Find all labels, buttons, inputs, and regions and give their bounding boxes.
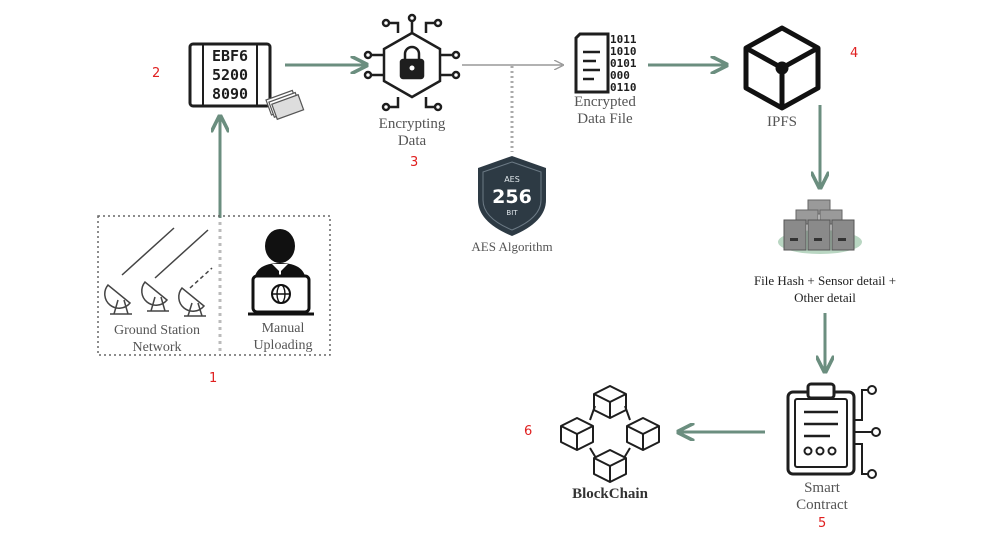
aes-badge-text: 256 [492,186,532,208]
aes-label: AES Algorithm [471,239,553,254]
smart-contract-label-line2: Contract [796,497,848,513]
glyph-row: 5200 [212,66,248,84]
source-box [97,215,331,356]
encrypting-label: Encrypting Data [362,116,462,150]
encrypted-file-label-line2: Data File [577,111,633,127]
smart-contract-label: Smart Contract [782,480,862,514]
binary-file-icon: 1011 1010 0101 000 0110 [574,32,637,94]
satellite-dish-icon [104,227,213,317]
aes-badge-text: AES [504,175,520,184]
encrypted-file-label-line1: Encrypted [574,94,636,110]
manual-upload-label: Manual Uploading [238,320,328,354]
step-number-2: 2 [152,66,161,81]
blockchain-label: BlockChain [572,486,648,502]
clipboard-circuit-icon [786,382,881,479]
ground-station-label-line1: Ground Station [114,323,200,338]
hash-store-label: File Hash + Sensor detail + Other detail [735,272,915,306]
aes-badge-text: BIT [506,209,518,217]
smart-contract-label-line1: Smart [804,480,840,496]
manual-upload-label-line1: Manual [261,321,305,336]
cube-icon [743,25,821,111]
server-stack-icon [778,199,862,254]
bit-row: 1011 [610,33,637,46]
hash-store-label-line1: File Hash + Sensor detail + [753,273,897,288]
glyph-row: EBF6 [212,47,248,65]
bit-row: 1010 [610,45,637,58]
bit-row: 000 [610,69,630,82]
ipfs-label: IPFS [766,114,798,130]
step-number-4: 4 [850,46,859,61]
glyph-row: 8090 [212,85,248,103]
encrypting-label-line1: Encrypting [378,116,446,132]
bit-row: 0110 [610,81,637,94]
step-number-1: 1 [209,371,218,386]
encrypted-file-label: Encrypted Data File [555,94,655,128]
shield-icon: AES 256 BIT [478,156,546,236]
encryption-chip-icon [363,13,461,112]
hash-store-label-line2: Other detail [794,290,856,305]
manual-upload-label-line2: Uploading [253,338,313,353]
encrypting-label-line2: Data [397,133,427,149]
data-grid-icon: EBF6 5200 8090 [188,42,305,121]
bit-row: 0101 [610,57,637,70]
step-number-5: 5 [818,516,827,531]
step-number-3: 3 [410,155,419,170]
ground-station-label-line2: Network [132,340,182,355]
ground-station-label: Ground Station Network [104,322,210,356]
step-number-6: 6 [524,424,533,439]
blockchain-icon [560,385,660,483]
user-laptop-icon [248,229,314,316]
flow-arrows [220,65,825,432]
